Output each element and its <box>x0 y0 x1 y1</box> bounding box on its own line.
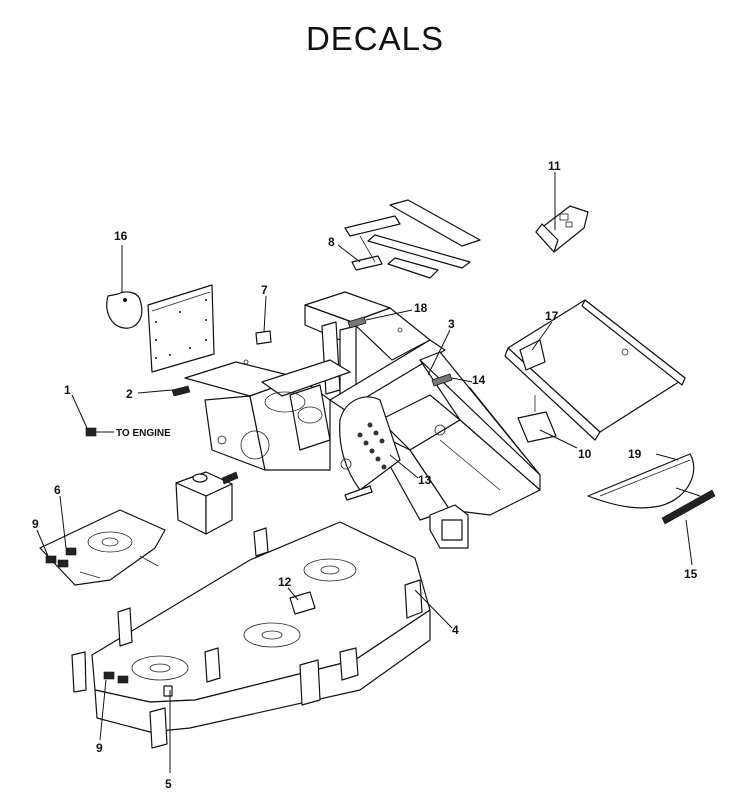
callout-12: 12 <box>278 575 292 589</box>
leader-lines <box>36 172 701 773</box>
decal-14 <box>431 373 453 387</box>
decal-strip-15 <box>661 489 716 525</box>
callout-3: 3 <box>448 317 455 331</box>
deck-cover <box>504 299 686 443</box>
callout-19: 19 <box>628 447 642 461</box>
decal-16 <box>106 291 143 329</box>
callout-4: 4 <box>452 623 459 637</box>
callout-9-upper: 9 <box>32 517 39 531</box>
decal-1 <box>85 427 97 437</box>
mower-deck <box>71 521 431 749</box>
page-title: DECALS <box>305 20 445 57</box>
callout-2: 2 <box>126 387 133 401</box>
callout-10: 10 <box>578 447 592 461</box>
to-engine-label: TO ENGINE <box>116 428 171 439</box>
callout-11: 11 <box>548 159 561 173</box>
chassis-frame <box>184 291 541 549</box>
callout-18: 18 <box>414 301 428 315</box>
callout-8: 8 <box>328 235 335 249</box>
seat-back-panel <box>147 284 215 373</box>
side-shield <box>587 453 695 509</box>
decal-2 <box>171 385 191 397</box>
callout-16: 16 <box>114 229 128 243</box>
callout-14: 14 <box>472 373 486 387</box>
decal-18 <box>347 316 367 329</box>
callout-13: 13 <box>418 473 432 487</box>
callout-5: 5 <box>165 777 172 791</box>
callout-1: 1 <box>64 383 71 397</box>
callout-6: 6 <box>54 483 61 497</box>
callout-17: 17 <box>545 309 559 323</box>
decal-7 <box>255 330 272 345</box>
callout-15: 15 <box>684 567 698 581</box>
callout-9-lower: 9 <box>96 741 103 755</box>
fuel-tank <box>175 471 239 535</box>
seat-bracket <box>535 205 589 253</box>
seat-support-frame <box>344 199 481 279</box>
callout-7: 7 <box>261 283 268 297</box>
deck-plate-6 <box>39 509 166 586</box>
